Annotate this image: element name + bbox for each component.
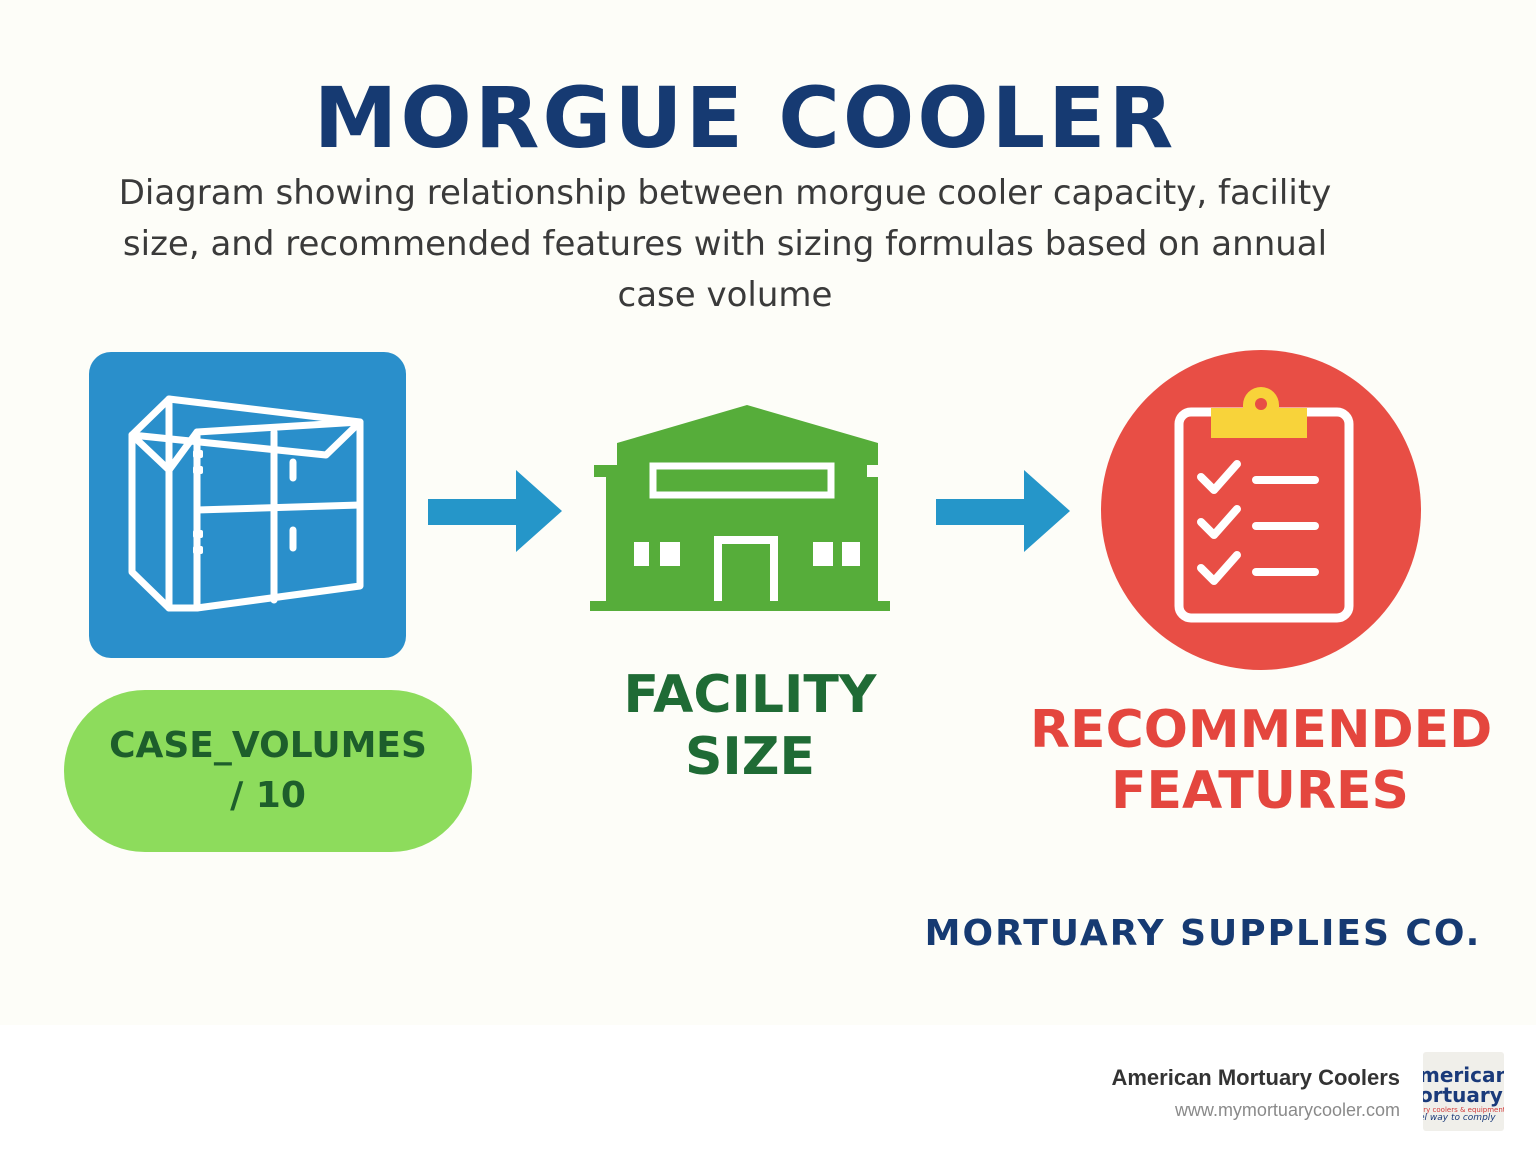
case-volume-formula-pill: CASE_VOLUMES / 10 <box>64 690 472 852</box>
brand-logo: merican ortuary ary coolers & equipment … <box>1423 1052 1504 1131</box>
page-title: MORGUE COOLER <box>313 69 1177 167</box>
diagram-subtitle: Diagram showing relationship between mor… <box>118 173 1332 315</box>
clipboard-checklist-icon <box>1101 350 1421 670</box>
footer-bar <box>0 1025 1536 1154</box>
footer-brand-name: American Mortuary Coolers <box>1111 1065 1400 1090</box>
building-icon <box>590 405 890 611</box>
cooler-cabinet-icon <box>128 395 364 612</box>
case-volume-formula: CASE_VOLUMES / 10 <box>109 725 427 816</box>
footer-url[interactable]: www.mymortuarycooler.com <box>1174 1100 1400 1120</box>
arrow-right-icon <box>936 470 1070 552</box>
cooler-node <box>89 352 406 658</box>
logo-line-4: el way to comply <box>1423 1113 1496 1123</box>
arrow-right-icon <box>428 470 562 552</box>
logo-line-1: merican <box>1423 1063 1504 1087</box>
facility-size-label: FACILITY SIZE <box>623 665 877 787</box>
company-name: MORTUARY SUPPLIES CO. <box>924 913 1482 954</box>
logo-line-3: ary coolers & equipment <box>1423 1106 1504 1114</box>
logo-line-2: ortuary <box>1423 1083 1503 1107</box>
recommended-features-label: RECOMMENDED FEATURES <box>1030 700 1493 821</box>
